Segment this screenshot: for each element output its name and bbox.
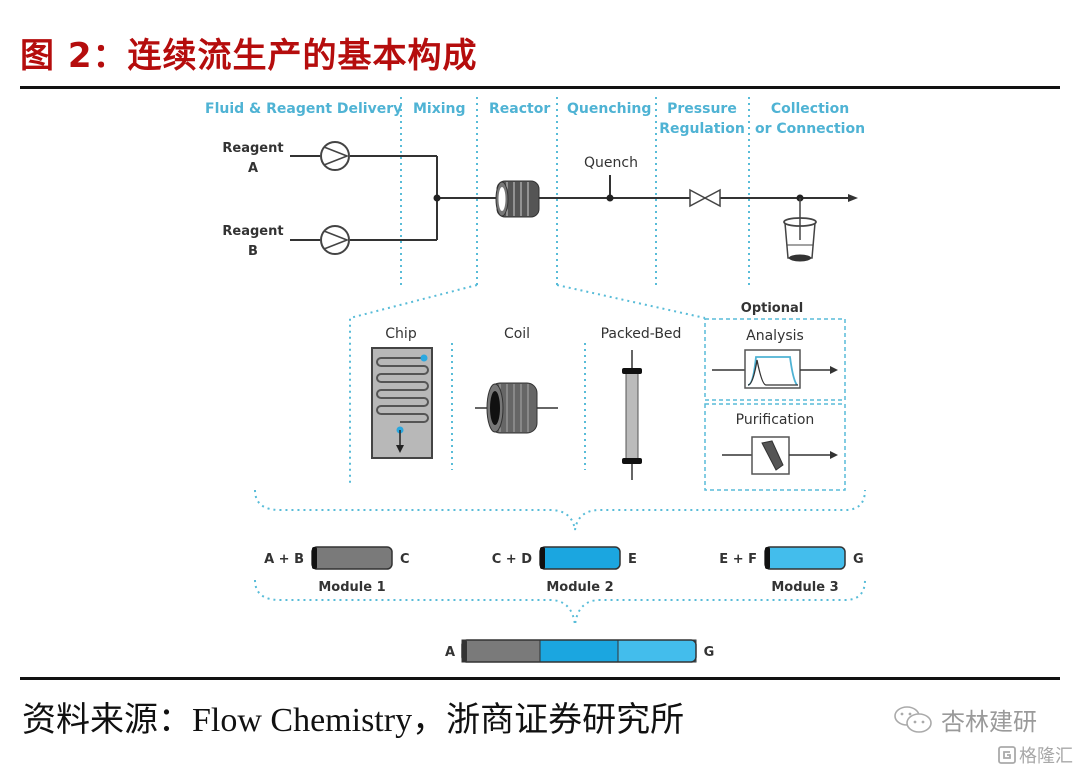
module-name-label: Module 1 <box>318 580 385 595</box>
pressure-valve-icon <box>689 188 721 208</box>
purification-cartridge-icon <box>722 436 838 475</box>
stage-header-quenching: Quenching <box>567 101 651 117</box>
module-name-label: Module 3 <box>771 580 838 595</box>
packed-bed-reactor-icon <box>622 350 642 480</box>
module-output-label: C <box>400 552 410 567</box>
reagent-a-label-2: A <box>248 161 258 176</box>
combined-cap <box>462 640 467 662</box>
module-bar <box>311 546 393 570</box>
combined-output-label: G <box>704 645 715 660</box>
optional-heading: Optional <box>741 301 803 316</box>
module-bar-cap <box>765 547 770 569</box>
module-output-label: G <box>853 552 864 567</box>
stage-separators <box>400 97 750 285</box>
module-bar <box>764 546 846 570</box>
reactor-type-packed-bed: Packed-Bed <box>601 326 682 342</box>
top-divider <box>20 86 1060 89</box>
reactor-type-coil: Coil <box>504 326 530 342</box>
reactor-expansion-outline <box>349 284 706 485</box>
stage-header-pressure-1: Pressure <box>667 101 737 117</box>
module-input-label: C + D <box>492 552 532 567</box>
optional-purification-label: Purification <box>736 412 815 428</box>
pump-b-icon <box>320 225 350 255</box>
coil-reactor-large-icon <box>475 382 558 434</box>
optional-analysis-label: Analysis <box>746 328 804 344</box>
module-bar-cap <box>540 547 545 569</box>
quench-inlet-icon <box>606 175 614 202</box>
combined-module-bar <box>461 639 697 663</box>
flow-chemistry-diagram: Fluid & Reagent Delivery Mixing Reactor … <box>205 97 866 663</box>
source-note: 资料来源：Flow Chemistry，浙商证券研究所 <box>22 702 685 739</box>
stage-header-mixing: Mixing <box>413 101 466 117</box>
purification-box-outline <box>704 403 846 491</box>
watermark-primary: 杏林建研 <box>941 708 1037 736</box>
analysis-box-outline <box>704 318 846 401</box>
module-input-label: E + F <box>719 552 757 567</box>
module-name-label: Module 2 <box>546 580 613 595</box>
bottom-divider <box>20 677 1060 680</box>
combined-input-label: A <box>445 645 455 660</box>
reagent-b-label-2: B <box>248 244 258 259</box>
stage-header-collection-1: Collection <box>771 101 849 117</box>
gelonghui-logo-icon <box>998 746 1016 764</box>
watermark-secondary-text: 格隆汇 <box>1019 746 1073 767</box>
stage-header-collection-2: or Connection <box>755 121 865 137</box>
combined-segment <box>617 639 697 663</box>
stage-header-delivery: Fluid & Reagent Delivery <box>205 101 402 117</box>
module-brace-top <box>254 489 866 531</box>
module-brace-bottom <box>254 579 866 626</box>
reagent-b-label-1: Reagent <box>222 224 283 239</box>
watermark-secondary: 格隆汇 <box>998 742 1073 768</box>
reactor-type-chip: Chip <box>385 326 417 342</box>
modules-group: A + B C Module 1 C + D E Module 2 E + F G Module… <box>264 546 864 595</box>
module-bar-cap <box>312 547 317 569</box>
quench-label: Quench <box>584 155 638 171</box>
coil-reactor-icon <box>495 180 540 218</box>
module-input-label: A + B <box>264 552 304 567</box>
module-bar <box>539 546 621 570</box>
flow-lines <box>290 155 858 241</box>
watermark: 杏林建研 <box>893 702 1037 737</box>
chip-reactor-icon <box>371 347 433 459</box>
stage-header-reactor: Reactor <box>489 101 550 117</box>
combined-segment <box>461 639 541 663</box>
collection-beaker-icon <box>783 194 817 262</box>
wechat-icon <box>894 705 932 733</box>
reagent-a-label-1: Reagent <box>222 141 283 156</box>
stage-header-pressure-2: Regulation <box>659 121 745 137</box>
module-output-label: E <box>628 552 637 567</box>
figure-title: 图 2：连续流生产的基本构成 <box>20 36 478 76</box>
analysis-detector-icon <box>712 349 838 389</box>
combined-segment <box>539 639 619 663</box>
pump-a-icon <box>320 141 350 171</box>
